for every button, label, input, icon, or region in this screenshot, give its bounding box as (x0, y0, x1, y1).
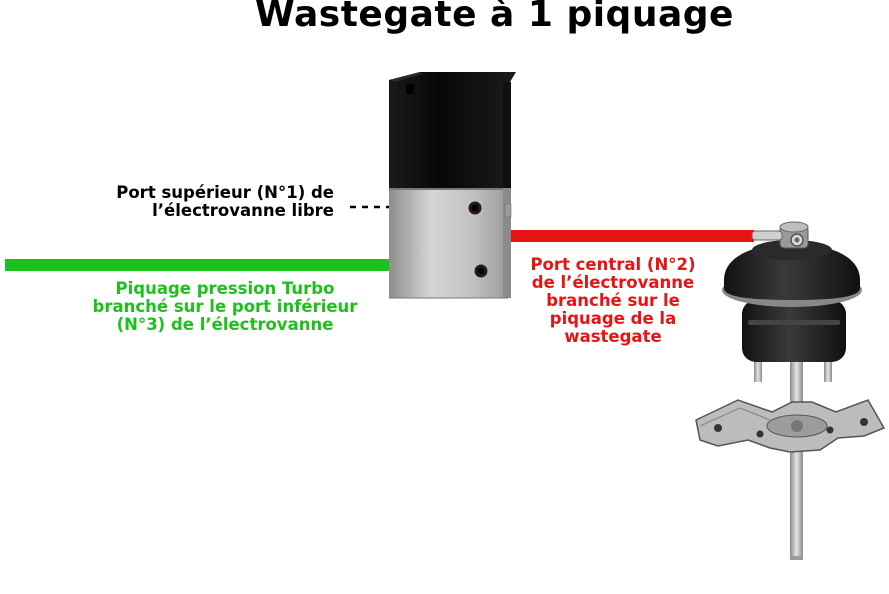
turbo-pressure-line (5, 259, 392, 271)
central-port-label-line-1: Port central (N°2) (530, 255, 696, 274)
upper-port-label-line-2: l’électrovanne libre (152, 201, 334, 220)
lower-port-label-line-2: branché sur le port inférieur (92, 297, 358, 316)
wastegate-line (506, 230, 754, 242)
solenoid-valve-icon (389, 72, 516, 299)
upper-port-label-line-1: Port supérieur (N°1) de (116, 183, 334, 202)
central-port-label-line-2: de l’électrovanne (531, 273, 695, 292)
central-port-label: Port central (N°2) de l’électrovanne bra… (500, 256, 726, 346)
central-port-label-line-5: wastegate (564, 327, 662, 346)
lower-port-label: Piquage pression Turbo branché sur le po… (50, 280, 400, 334)
lower-port-label-line-3: (N°3) de l’électrovanne (116, 315, 334, 334)
diagram-title: Wastegate à 1 piquage (255, 0, 734, 35)
central-port-label-line-3: branché sur le (546, 291, 680, 310)
wastegate-actuator-icon (695, 221, 886, 560)
upper-port-label: Port supérieur (N°1) de l’électrovanne l… (60, 184, 334, 220)
central-port-label-line-4: piquage de la (549, 309, 677, 328)
lower-port-label-line-1: Piquage pression Turbo (115, 279, 335, 298)
